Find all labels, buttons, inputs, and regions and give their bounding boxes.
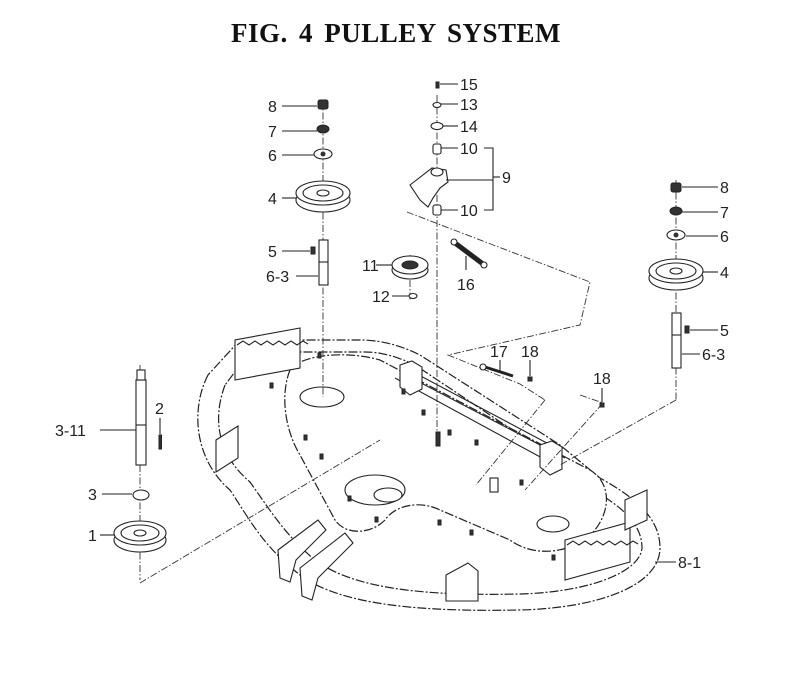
- pulley-icon: [113, 520, 167, 553]
- leader-lines: [100, 83, 718, 563]
- deck-bracket-right-teeth: [566, 540, 639, 546]
- callout-left-shaft: 6-3: [266, 269, 289, 286]
- key-icon: [158, 434, 162, 450]
- deck-hardware: [479, 363, 605, 408]
- pulley-icon: [295, 180, 351, 213]
- lock-washer-icon: [669, 206, 683, 216]
- bushing-top-icon: [432, 143, 442, 155]
- callout-right-lock-washer: 7: [720, 205, 729, 222]
- pin-icon: [435, 81, 440, 89]
- deck-bracket-right: [564, 521, 631, 581]
- callout-right-shaft: 6-3: [702, 347, 725, 364]
- shaft-icon: [318, 239, 329, 286]
- idler-pulley-icon: [391, 255, 429, 280]
- idler-assembly: [391, 81, 488, 300]
- spring-icon: [450, 238, 488, 269]
- callout-labels: 8 7 6 4 5 6-3 15 13 14 10 10 9 11 12 16 …: [55, 77, 729, 572]
- bushing-bottom-icon: [432, 204, 442, 216]
- callout-right-key: 5: [720, 323, 729, 340]
- shaft-icon: [135, 369, 147, 466]
- right-spindle-assembly: [648, 182, 704, 369]
- callout-idler-spring: 16: [457, 277, 475, 294]
- deck-bracket-left: [234, 327, 301, 381]
- callout-center-washer: 3: [88, 487, 97, 504]
- key-icon: [310, 246, 316, 255]
- callout-idler-large-washer: 14: [460, 119, 478, 136]
- wheel-bracket-left: [215, 424, 239, 474]
- rail-bracket-left: [399, 360, 423, 396]
- left-spindle-mount: [299, 386, 345, 408]
- callout-idler-pin: 15: [460, 77, 478, 94]
- large-washer-icon: [430, 121, 444, 131]
- wheel-bracket-right: [624, 489, 648, 531]
- idler-nut-icon: [408, 292, 418, 300]
- callout-left-nut: 8: [268, 99, 277, 116]
- mower-deck: [197, 327, 661, 611]
- hitch-bracket-right: [299, 532, 354, 601]
- key-icon: [684, 325, 690, 334]
- callout-idler-nut: 12: [372, 289, 390, 306]
- callout-right-pulley: 4: [720, 265, 729, 282]
- callout-deck-spring: 17: [490, 344, 508, 361]
- callout-center-shaft: 3-11: [55, 423, 86, 440]
- center-spindle-assembly: [113, 369, 167, 553]
- deck-bracket-left-teeth: [236, 340, 309, 346]
- wheel-bracket-front: [445, 562, 479, 602]
- callout-left-washer: 6: [268, 148, 277, 165]
- left-spindle-assembly: [295, 99, 351, 286]
- figure-title: FIG. 4 PULLEY SYSTEM: [230, 18, 562, 48]
- callout-center-pulley: 1: [88, 528, 97, 545]
- deck-nut-b-icon: [599, 402, 605, 408]
- hitch-bracket-left: [277, 519, 327, 583]
- callout-center-key: 2: [155, 401, 164, 418]
- small-washer-icon: [432, 101, 442, 109]
- shaft-icon: [671, 312, 682, 369]
- callout-left-pulley: 4: [268, 191, 277, 208]
- callout-deck-nut-b: 18: [593, 371, 611, 388]
- nut-icon: [317, 99, 329, 110]
- deck-spring-icon: [479, 363, 514, 378]
- callout-idler-arm: 9: [502, 170, 511, 187]
- nut-icon: [670, 182, 682, 193]
- callout-idler-bushing-top: 10: [460, 141, 478, 158]
- callout-left-lock-washer: 7: [268, 124, 277, 141]
- lock-washer-icon: [316, 124, 330, 134]
- deck-nut-a-icon: [527, 376, 533, 382]
- center-spindle-mount: [373, 487, 403, 503]
- right-spindle-mount: [536, 515, 570, 533]
- deck-bolts: [269, 352, 556, 561]
- callout-deck-nut-a: 18: [521, 344, 539, 361]
- idler-rail: [394, 364, 566, 466]
- callout-right-washer: 6: [720, 229, 729, 246]
- washer-icon: [132, 489, 150, 501]
- callout-idler-small-washer: 13: [460, 97, 478, 114]
- callout-left-key: 5: [268, 244, 277, 261]
- callout-deck: 8-1: [678, 555, 701, 572]
- callout-idler-pulley: 11: [362, 258, 379, 275]
- callout-idler-bushing-bottom: 10: [460, 203, 478, 220]
- callout-right-nut: 8: [720, 180, 729, 197]
- pulley-icon: [648, 258, 704, 291]
